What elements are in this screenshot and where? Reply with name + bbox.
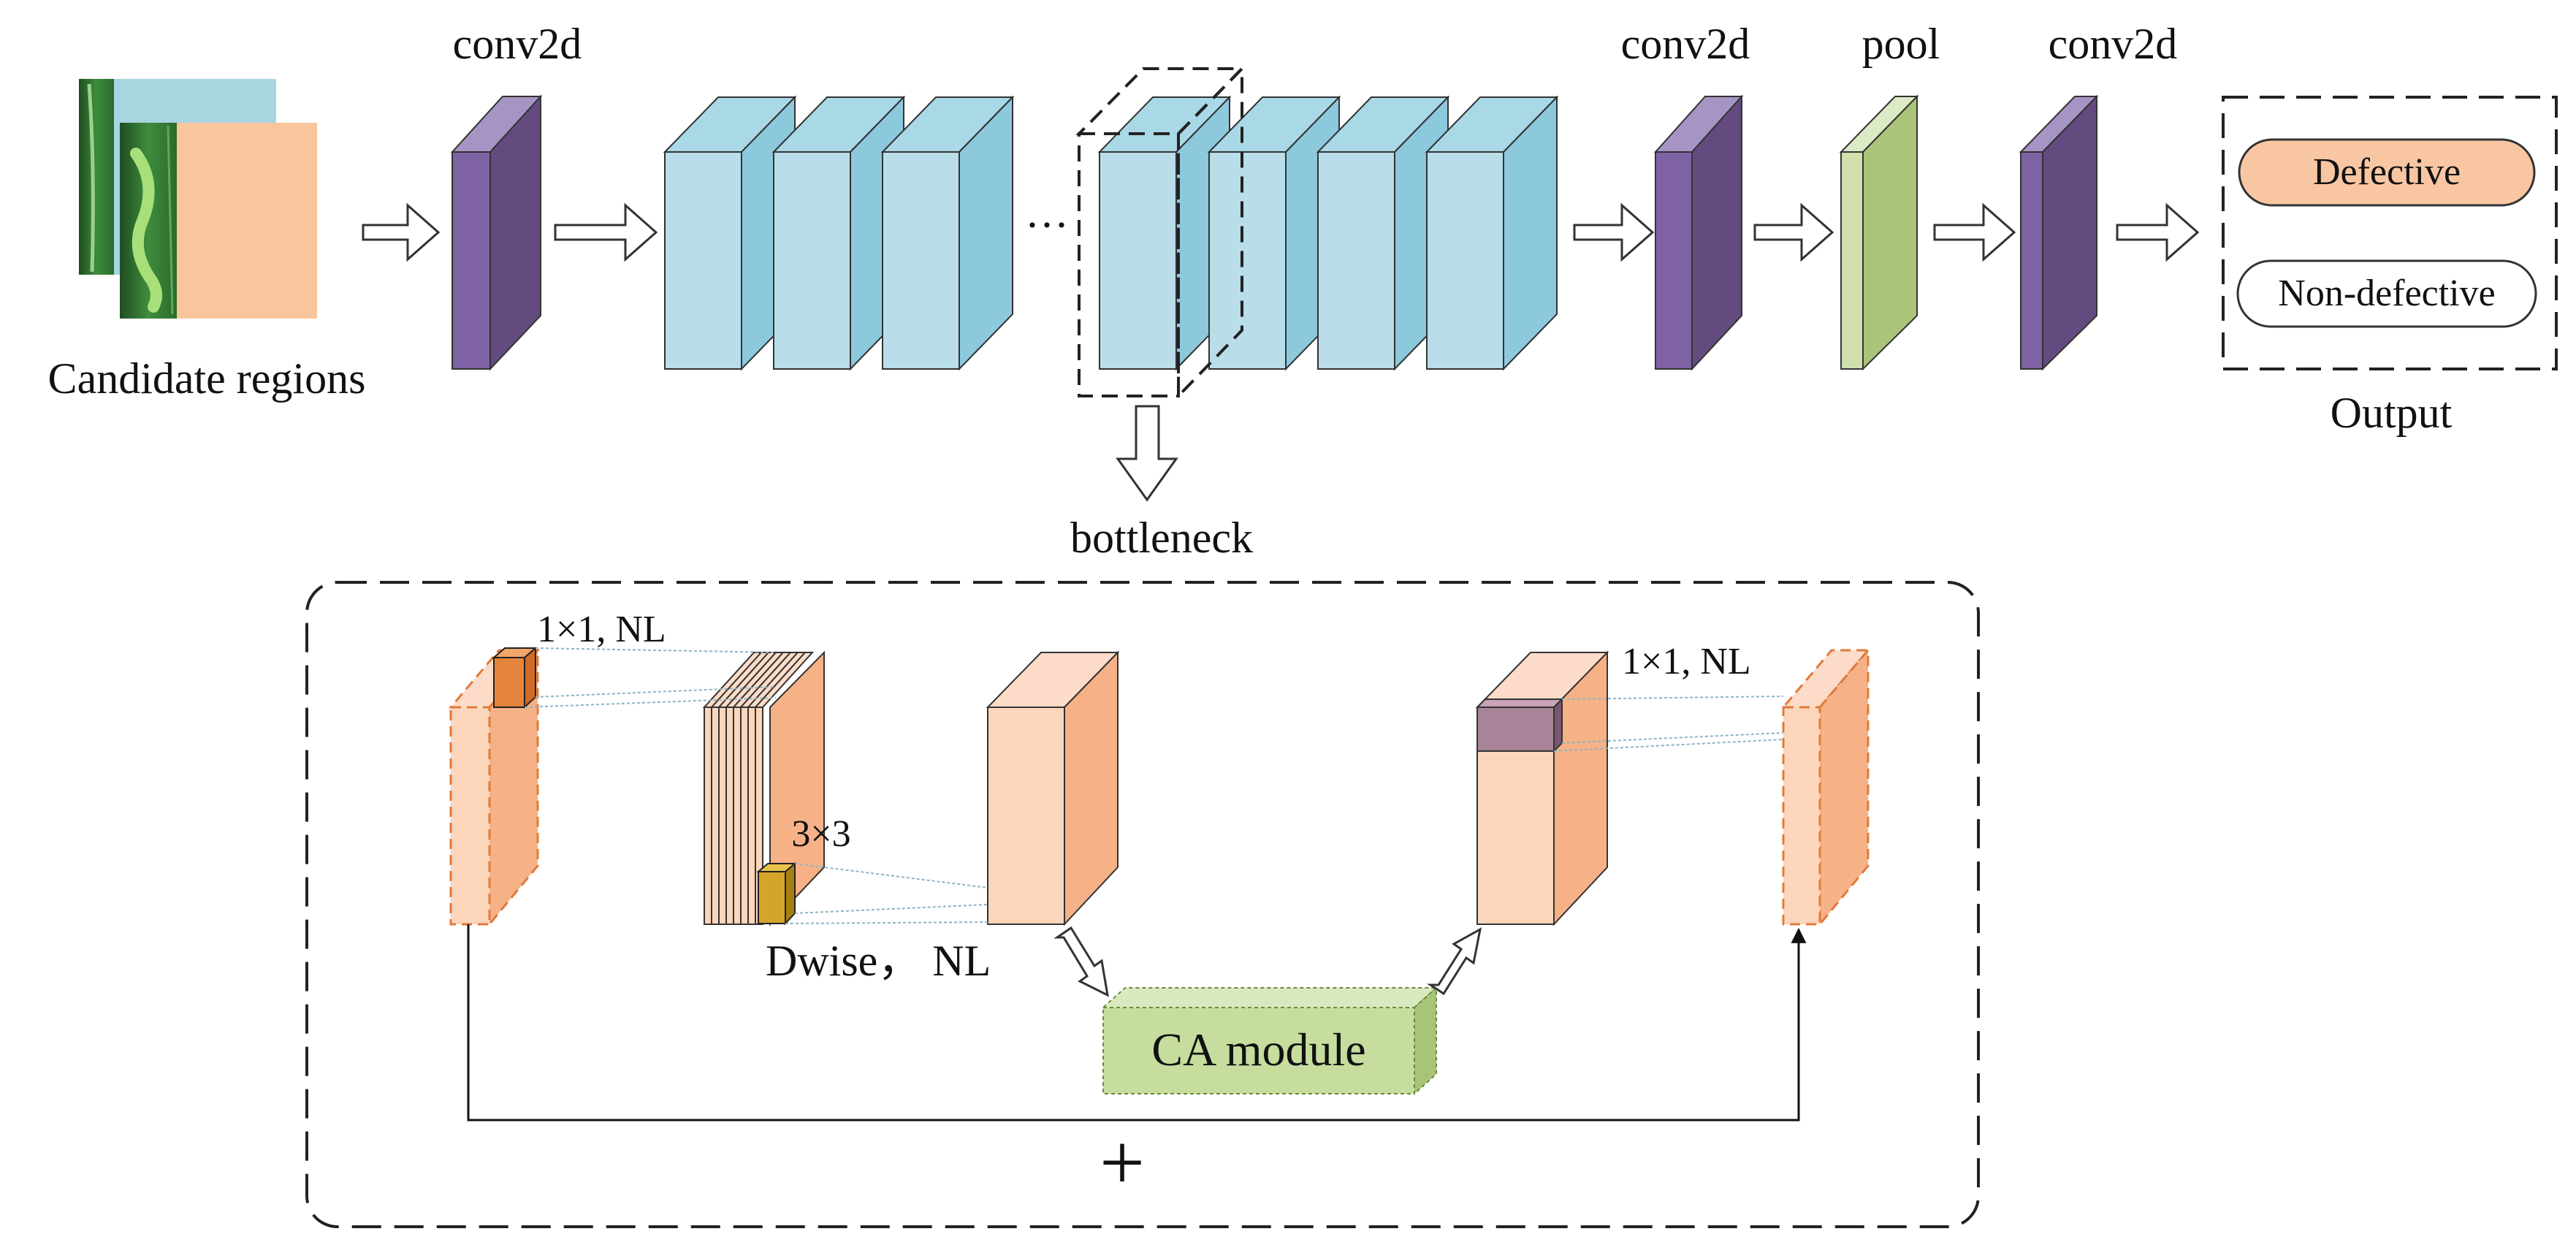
backbone-block xyxy=(1425,95,1559,371)
conv2d-label-1: conv2d xyxy=(453,20,582,68)
ca-module-box xyxy=(1101,986,1438,1096)
defective-class-label: Defective xyxy=(2313,151,2461,193)
dwise-kernel-label: 3×3 xyxy=(791,813,850,855)
dwise-label: Dwise， NL xyxy=(766,937,991,985)
residual-connection xyxy=(467,924,1807,1122)
flow-arrow xyxy=(362,202,441,262)
bottleneck-label: bottleneck xyxy=(1070,514,1253,562)
bottleneck-input-feature xyxy=(448,647,541,928)
output-label: Output xyxy=(2331,389,2453,437)
dwise-kernel-cube xyxy=(756,861,797,926)
conv2d-layer-3 xyxy=(2019,94,2099,371)
bottleneck-output-feature xyxy=(1780,647,1871,928)
flow-arrow xyxy=(1933,202,2016,262)
bottleneck-arrow xyxy=(1116,405,1178,502)
conv2d-layer-1 xyxy=(450,94,543,371)
flow-arrow xyxy=(2116,202,2200,262)
candidate-regions-label: Candidate regions xyxy=(48,354,366,403)
conv2d-label-2: conv2d xyxy=(1621,20,1750,68)
expanded-feature-slices xyxy=(702,650,825,926)
pool-layer xyxy=(1839,94,1919,371)
ca-in-arrow xyxy=(1053,926,1109,997)
flow-arrow xyxy=(1573,202,1655,262)
backbone-block xyxy=(880,95,1015,371)
attention-output-feature xyxy=(1475,650,1609,926)
ca-module-label: CA module xyxy=(1151,1024,1365,1075)
bottleneck-detail-frame xyxy=(305,581,1980,1228)
expand-kernel-cube xyxy=(492,646,538,709)
non-defective-class-pill xyxy=(2236,259,2537,328)
projection-lines xyxy=(524,647,1784,924)
output-box xyxy=(2222,96,2558,370)
pool-label: pool xyxy=(1862,20,1940,68)
backbone-blocks-right xyxy=(1097,95,1559,371)
flow-arrows xyxy=(362,202,2200,262)
conv2d-label-3: conv2d xyxy=(2049,20,2178,68)
bottleneck-highlight xyxy=(1075,65,1246,400)
dwise-output-feature xyxy=(986,650,1120,926)
residual-plus: + xyxy=(1100,1118,1145,1207)
conv2d-layer-2 xyxy=(1653,94,1744,371)
ellipsis: ··· xyxy=(1025,201,1069,249)
project-label: 1×1, NL xyxy=(1622,641,1751,682)
flow-arrow xyxy=(1753,202,1834,262)
defective-class-pill xyxy=(2238,138,2536,207)
expand-label: 1×1, NL xyxy=(537,609,666,650)
backbone-blocks-left xyxy=(663,95,1015,371)
non-defective-class-label: Non-defective xyxy=(2278,273,2495,314)
flow-arrow xyxy=(554,202,658,262)
ca-out-arrow xyxy=(1427,927,1482,996)
candidate-regions-images xyxy=(79,79,317,319)
